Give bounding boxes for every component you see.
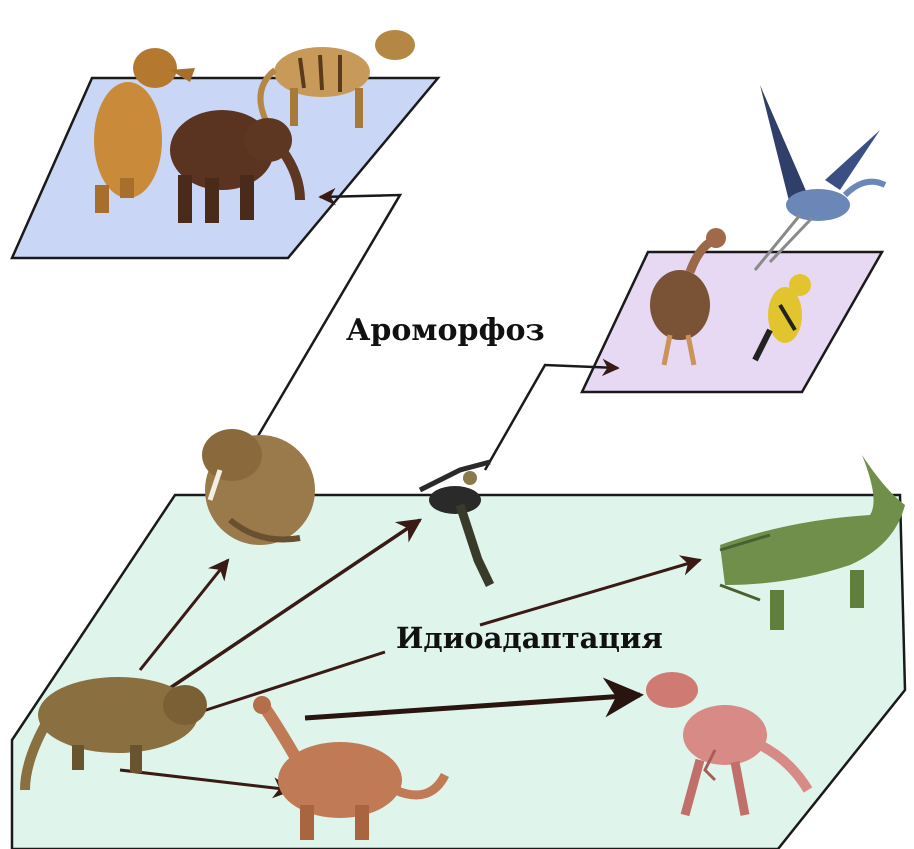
heron-icon xyxy=(755,85,885,270)
aromorphosis-label: Ароморфоз xyxy=(346,313,545,348)
idioadaptation-label: Идиоадаптация xyxy=(396,621,663,655)
bird-plane xyxy=(582,252,882,392)
